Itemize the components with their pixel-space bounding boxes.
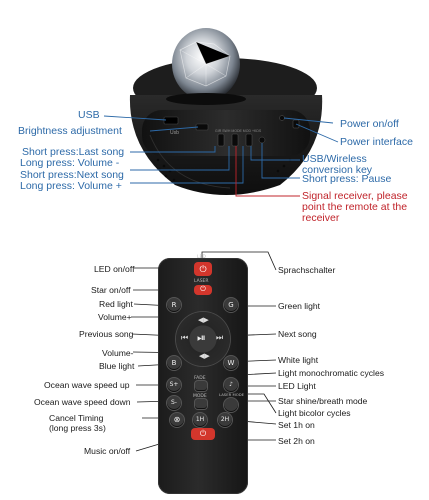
label-ocean-down: Ocean wave speed down xyxy=(34,397,131,407)
label-blue-light: Blue light xyxy=(99,361,135,371)
set-2h-button[interactable]: 2H xyxy=(218,413,232,427)
label-mono-cycles: Light monochromatic cycles xyxy=(278,368,385,378)
star-mode-button[interactable] xyxy=(195,399,207,409)
label-green-light: Green light xyxy=(278,301,321,311)
label-previous-song: Previous song xyxy=(79,329,134,339)
label-signal-2: point the remote at the xyxy=(302,201,408,213)
label-music-onoff: Music on/off xyxy=(84,446,131,456)
label-short-pause: Short press: Pause xyxy=(302,173,392,185)
label-long-press: (long press 3s) xyxy=(49,423,106,433)
led-light-button[interactable]: ♪ xyxy=(224,378,238,392)
label-led-light: LED Light xyxy=(278,381,316,391)
label-volume-minus: Volume- xyxy=(102,348,134,358)
label-long-vol-plus: Long press: Volume + xyxy=(20,180,122,192)
laser-mode-caption: LASER MODE xyxy=(219,392,245,397)
label-usb-wireless: USB/Wireless xyxy=(302,153,367,165)
label-signal-1: Signal receiver, please xyxy=(302,190,408,202)
white-light-button[interactable]: W xyxy=(224,356,238,370)
label-usb: USB xyxy=(78,109,100,121)
light-mono-cycle-button[interactable] xyxy=(195,381,207,391)
signal-leader-line xyxy=(235,146,300,197)
label-conversion-key: conversion key xyxy=(302,164,373,176)
volume-up-icon[interactable]: ◀▶ xyxy=(198,317,209,324)
brightness-switch xyxy=(195,123,209,131)
label-short-next: Short press:Next song xyxy=(20,169,124,181)
pause-button xyxy=(258,136,266,144)
label-set-1h: Set 1h on xyxy=(278,420,315,430)
power-icon: ⏻ xyxy=(199,429,207,438)
ocean-speed-down-button[interactable]: S- xyxy=(167,396,181,410)
cancel-timing-button[interactable]: ⊗ xyxy=(170,413,184,427)
fade-caption: FADE xyxy=(194,376,206,381)
direction-pad[interactable]: ◀▶ ⏮ ⏭ ⏯ ◀▶ xyxy=(176,312,230,366)
power-button xyxy=(279,115,285,121)
label-red-light: Red light xyxy=(99,299,133,309)
usb-port-mark: Usb xyxy=(170,130,179,136)
label-brightness: Brightness adjustment xyxy=(18,125,122,137)
green-light-button[interactable]: G xyxy=(224,298,238,312)
music-power-button[interactable]: ⏻ xyxy=(191,428,215,440)
label-power-onoff: Power on/off xyxy=(340,118,399,130)
set-1h-button[interactable]: 1H xyxy=(193,413,207,427)
mode-caption: MODE xyxy=(193,394,207,399)
star-power-button[interactable]: ⏻ xyxy=(194,285,212,295)
panel-mark: GIR SWH MODE MOD +KDS xyxy=(215,129,262,133)
label-short-last: Short press:Last song xyxy=(22,146,125,158)
label-star-shine: Star shine/breath mode xyxy=(278,396,368,406)
label-set-2h: Set 2h on xyxy=(278,436,315,446)
usb-port xyxy=(163,116,179,125)
label-star-onoff: Star on/off xyxy=(91,285,131,295)
label-power-interface: Power interface xyxy=(340,136,413,148)
led-power-button[interactable]: ⏻ xyxy=(194,262,212,276)
previous-icon[interactable]: ⏮ xyxy=(181,333,189,342)
label-next-song: Next song xyxy=(278,329,317,339)
power-icon: ⏻ xyxy=(199,264,207,274)
next-icon[interactable]: ⏭ xyxy=(216,333,224,342)
remote-laser-caption: LASER xyxy=(194,279,209,284)
label-signal-3: receiver xyxy=(302,212,340,224)
power-port xyxy=(292,119,300,129)
label-sprachschalter: Sprachschalter xyxy=(278,265,336,275)
light-bicolor-button[interactable] xyxy=(224,398,238,412)
label-long-vol-minus: Long press: Volume - xyxy=(20,157,120,169)
play-pause-icon[interactable]: ⏯ xyxy=(197,332,206,344)
label-volume-plus: Volume+ xyxy=(98,312,132,322)
blue-light-button[interactable]: B xyxy=(167,356,181,370)
label-white-light: White light xyxy=(278,355,319,365)
crystal-dome xyxy=(172,28,240,100)
label-bicolor: Light bicolor cycles xyxy=(278,408,351,418)
volume-down-icon[interactable]: ◀▶ xyxy=(199,353,210,360)
red-light-button[interactable]: R xyxy=(167,298,181,312)
remote-led-caption: LED xyxy=(197,255,206,260)
label-cancel-timing: Cancel Timing xyxy=(49,413,104,423)
ocean-speed-up-button[interactable]: S+ xyxy=(167,378,181,392)
projector-body xyxy=(129,28,323,195)
power-icon: ⏻ xyxy=(200,286,206,293)
remote-control: LED ⏻ LASER ⏻ R G B W S+ FADE ♪ S- MODE … xyxy=(158,255,248,494)
label-led-onoff: LED on/off xyxy=(94,264,135,274)
label-ocean-up: Ocean wave speed up xyxy=(44,380,130,390)
speaker-grille xyxy=(156,158,292,182)
music-icon: ♪ xyxy=(229,381,233,388)
